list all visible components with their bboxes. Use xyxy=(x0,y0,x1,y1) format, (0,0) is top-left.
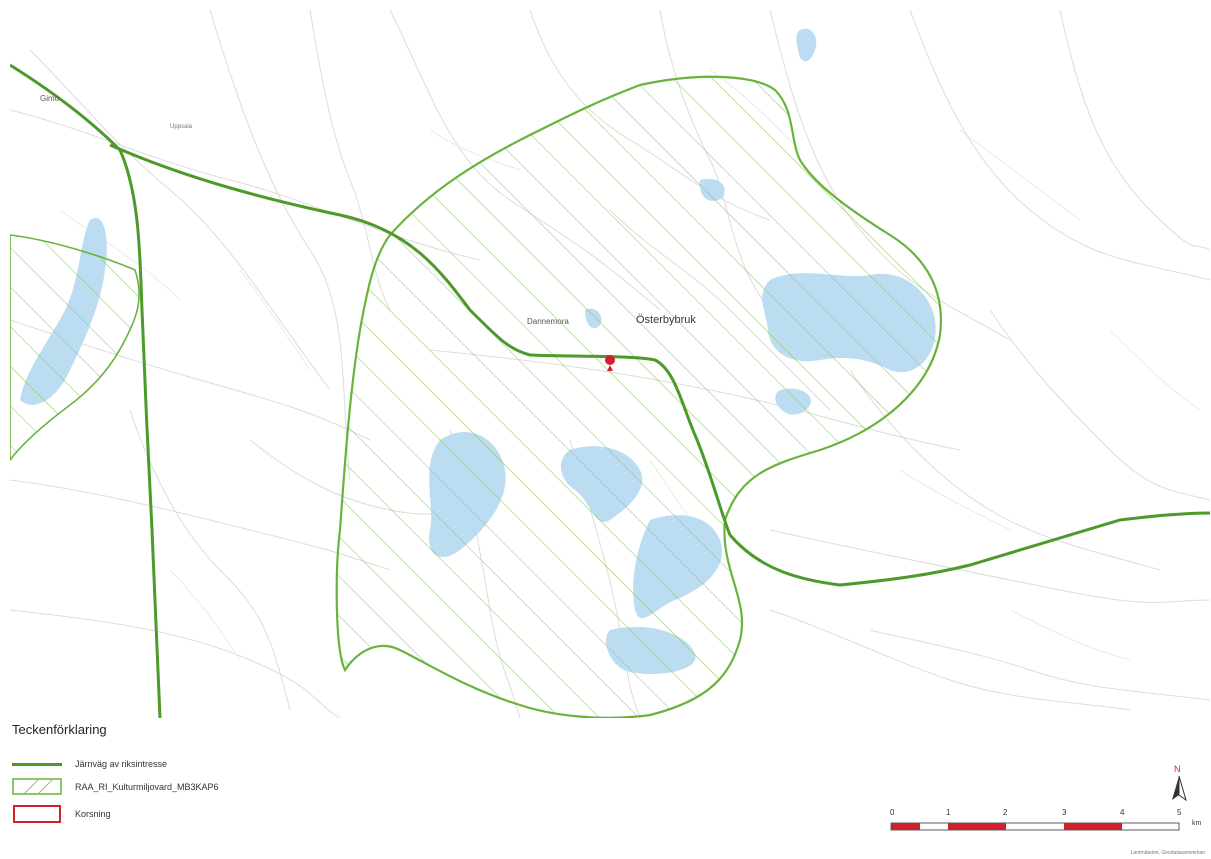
railway-lines[interactable] xyxy=(10,63,1210,718)
copyright-text: Lantmäteriet, Geodatasamverkan xyxy=(1130,850,1205,856)
crossing-marker[interactable] xyxy=(605,355,615,371)
legend-label-crossing: Korsning xyxy=(75,809,111,819)
north-arrow-icon xyxy=(1172,776,1187,802)
place-label-dannemora: Dannemora xyxy=(527,317,569,326)
legend-item-crossing: Korsning xyxy=(12,805,111,823)
legend-item-heritage: RAA_RI_Kulturmiljovard_MB3KAP6 xyxy=(12,778,219,795)
scale-unit: km xyxy=(1192,820,1202,827)
line-icon xyxy=(12,757,62,771)
scale-tick-1: 1 xyxy=(946,808,951,817)
legend-label-railway: Järnväg av riksintresse xyxy=(75,759,168,769)
scale-tick-0: 0 xyxy=(890,808,895,817)
legend-label-heritage: RAA_RI_Kulturmiljovard_MB3KAP6 xyxy=(75,782,219,792)
scale-tick-4: 4 xyxy=(1120,808,1125,817)
north-label: N xyxy=(1174,764,1181,774)
place-label-osterbybruk: Österbybruk xyxy=(636,314,696,326)
legend-item-railway: Järnväg av riksintresse xyxy=(12,757,167,771)
place-label-gimo: Gimo xyxy=(40,94,60,103)
north-arrow: N xyxy=(1168,764,1190,804)
scale-tick-3: 3 xyxy=(1062,808,1067,817)
red-box-icon xyxy=(12,805,62,823)
scale-bar-graphic xyxy=(890,822,1180,831)
map-canvas[interactable]: Österbybruk Dannemora Gimo Uppsala xyxy=(10,10,1210,718)
scale-tick-2: 2 xyxy=(1003,808,1008,817)
legend-title: Teckenförklaring xyxy=(12,722,107,737)
hatched-area-icon xyxy=(12,778,62,795)
scale-tick-5: 5 xyxy=(1177,808,1182,817)
place-label-uppsala: Uppsala xyxy=(170,124,193,130)
scale-bar: 0 1 2 3 4 5 km xyxy=(890,808,1205,848)
